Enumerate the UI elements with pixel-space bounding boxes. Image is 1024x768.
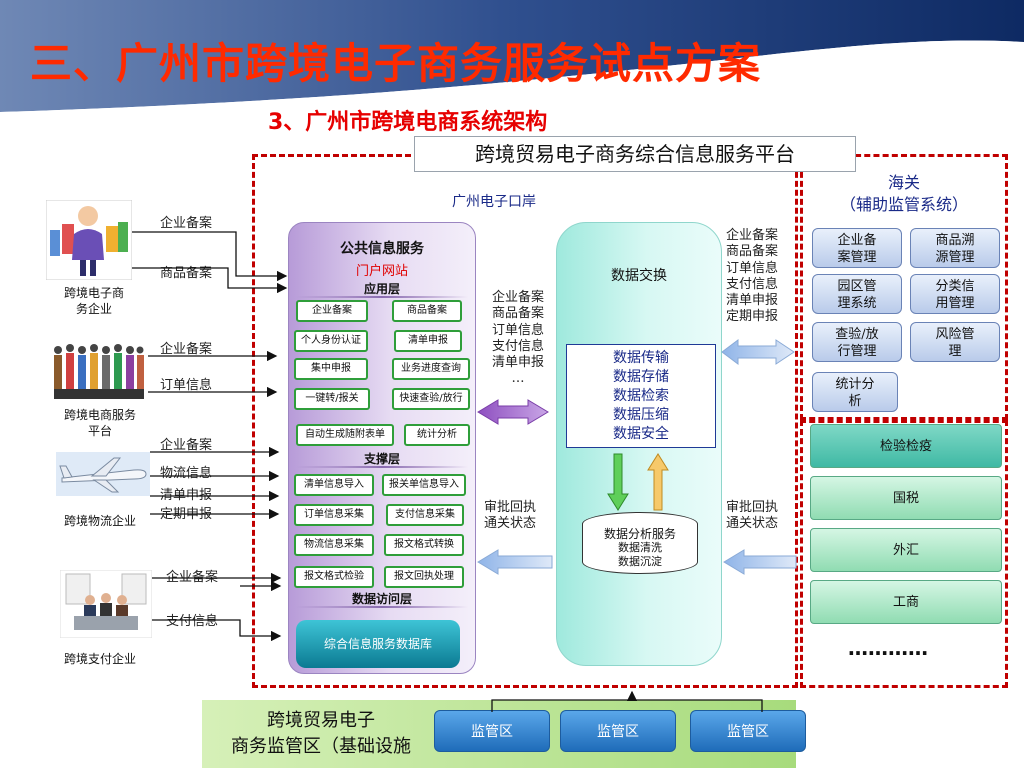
flow-label: 定期申报 xyxy=(160,507,213,522)
flow-label: 订单信息 xyxy=(160,378,213,393)
app-item: 自动生成随附表单 xyxy=(296,424,394,446)
right-return-labels: 审批回执通关状态 xyxy=(726,500,779,532)
support-item: 报关单信息导入 xyxy=(382,474,466,496)
app-item: 集中申报 xyxy=(294,358,368,380)
support-item: 报文格式检验 xyxy=(294,566,374,588)
app-layer-label: 应用层 xyxy=(363,282,400,296)
flow-label: 支付信息 xyxy=(166,614,219,629)
ecommerce-company-label: 跨境电子商务企业 xyxy=(63,286,124,316)
customs-box: 企业备案管理 xyxy=(812,228,902,268)
right-flow-labels: 企业备案商品备案订单信息 支付信息清单申报定期申报 xyxy=(726,228,779,325)
service-database: 综合信息服务数据库 xyxy=(296,620,460,668)
support-item: 物流信息采集 xyxy=(294,534,374,556)
middle-return-labels: 审批回执通关状态 xyxy=(484,500,537,532)
divider xyxy=(296,606,468,608)
flow-label: 物流信息 xyxy=(160,466,213,481)
bottom-banner-text: 跨境贸易电子商务监管区（基础设施 xyxy=(231,710,411,757)
divider xyxy=(296,296,468,298)
customs-box: 风险管理 xyxy=(910,322,1000,362)
app-item: 企业备案 xyxy=(296,300,368,322)
header-band xyxy=(0,0,1024,120)
supervision-zone: 监管区 xyxy=(560,710,676,752)
flow-label: 清单申报 xyxy=(160,488,213,503)
payment-company-label: 跨境支付企业 xyxy=(63,652,136,666)
customs-box: 园区管理系统 xyxy=(812,274,902,314)
page-subtitle: 3、广州市跨境电商系统架构 xyxy=(268,110,548,135)
agency-inspection: 检验检疫 xyxy=(810,424,1002,468)
data-functions-box: 数据传输数据存储数据检索 数据压缩数据安全 xyxy=(566,344,716,448)
support-layer-label: 支撑层 xyxy=(363,452,400,466)
app-item: 清单申报 xyxy=(394,330,462,352)
support-item: 清单信息导入 xyxy=(294,474,374,496)
page-title: 三、广州市跨境电子商务服务试点方案 xyxy=(30,39,762,88)
app-item: 快速查验/放行 xyxy=(392,388,470,410)
right-flow-ellipsis: … xyxy=(752,346,763,359)
public-service-title: 公共信息服务 xyxy=(340,241,424,257)
flow-label: 企业备案 xyxy=(160,342,213,357)
customs-frame xyxy=(800,154,1008,420)
logistics-company-label: 跨境物流企业 xyxy=(63,514,136,528)
support-item: 报文格式转换 xyxy=(384,534,464,556)
agencies-frame xyxy=(800,420,1008,688)
supervision-zone: 监管区 xyxy=(690,710,806,752)
flow-label: 企业备案 xyxy=(160,216,213,231)
data-analysis-service: 数据分析服务 数据清洗 数据沉淀 xyxy=(582,512,698,574)
agencies-more: ………… xyxy=(848,636,928,660)
app-item: 业务进度查询 xyxy=(392,358,470,380)
portal-label: 门户网站 xyxy=(355,264,408,279)
ecommerce-company-icon xyxy=(45,199,133,281)
customs-box: 分类信用管理 xyxy=(910,274,1000,314)
app-item: 统计分析 xyxy=(404,424,470,446)
customs-box: 统计分析 xyxy=(812,372,898,412)
port-label: 广州电子口岸 xyxy=(452,194,536,210)
agency-tax: 国税 xyxy=(810,476,1002,520)
app-item: 个人身份认证 xyxy=(294,330,368,352)
agency-commerce: 工商 xyxy=(810,580,1002,624)
support-item: 订单信息采集 xyxy=(294,504,374,526)
support-item: 报文回执处理 xyxy=(384,566,464,588)
customs-box: 查验/放行管理 xyxy=(812,322,902,362)
middle-flow-labels: 企业备案商品备案订单信息 支付信息清单申报… xyxy=(491,290,544,387)
data-exchange-title: 数据交换 xyxy=(611,268,667,284)
supervision-zone: 监管区 xyxy=(434,710,550,752)
app-item: 一键转/报关 xyxy=(294,388,370,410)
customs-box: 商品溯源管理 xyxy=(910,228,1000,268)
flow-label: 企业备案 xyxy=(166,570,219,585)
agency-forex: 外汇 xyxy=(810,528,1002,572)
divider xyxy=(296,466,468,468)
logistics-plane-icon xyxy=(56,452,150,496)
service-platform-label: 跨境电商服务平台 xyxy=(63,408,136,438)
payment-meeting-icon xyxy=(59,569,153,639)
support-item: 支付信息采集 xyxy=(386,504,464,526)
flow-label: 商品备案 xyxy=(160,266,213,281)
app-item: 商品备案 xyxy=(392,300,462,322)
customs-title: 海关（辅助监管系统） xyxy=(839,173,968,214)
service-platform-icon xyxy=(50,340,146,402)
access-layer-label: 数据访问层 xyxy=(351,592,412,606)
flow-label: 企业备案 xyxy=(160,438,213,453)
platform-title: 跨境贸易电子商务综合信息服务平台 xyxy=(414,136,856,172)
